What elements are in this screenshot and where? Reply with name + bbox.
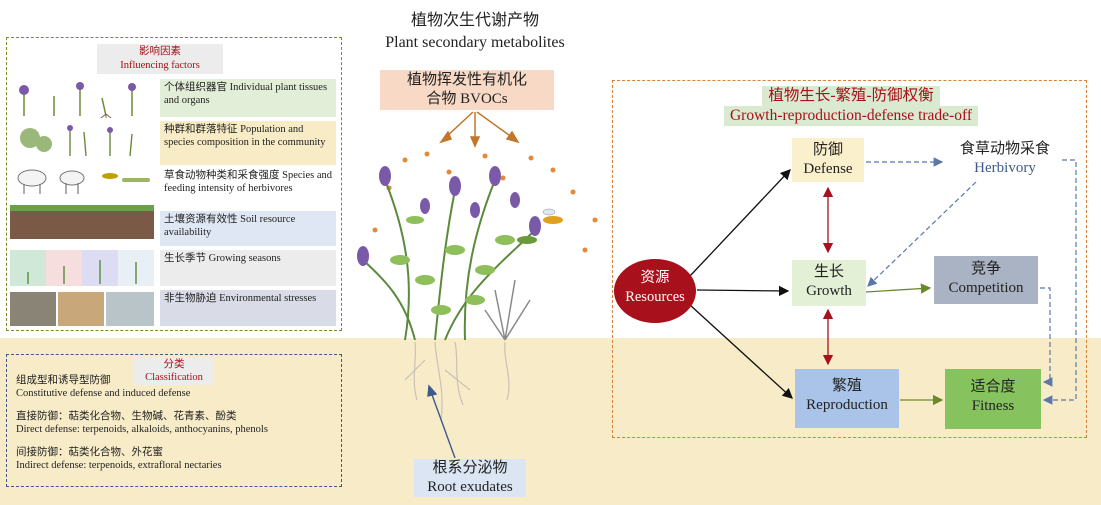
herbivory-zh: 食草动物采食 (959, 141, 1050, 157)
classification-zh: 直接防御：萜类化合物、生物碱、花青素、酚类 (16, 411, 237, 422)
factor-seasons: 生长季节 Growing seasons (160, 250, 336, 286)
factor-zh: 生长季节 (164, 253, 206, 264)
arrow-herbivory-fitness (1042, 159, 1077, 405)
insect-icon (517, 208, 563, 244)
arrow-herbivory-growth (867, 181, 977, 287)
defense-node: 防御 Defense (792, 138, 864, 182)
resources-en: Resources (625, 289, 685, 305)
herbivory-en: Herbivory (974, 160, 1036, 176)
arrow-resources-growth (696, 285, 790, 297)
root-exudates-label: 根系分泌物 Root exudates (414, 459, 526, 497)
reproduction-en: Reproduction (806, 397, 888, 413)
classification-header-en: Classification (145, 372, 203, 383)
fitness-node: 适合度 Fitness (945, 369, 1041, 429)
influencing-factors-header: 影响因素 Influencing factors (97, 44, 223, 74)
growth-en: Growth (806, 283, 852, 299)
reproduction-node: 繁殖 Reproduction (795, 369, 899, 428)
classification-line-2: 直接防御：萜类化合物、生物碱、花青素、酚类 Direct defense: te… (16, 410, 268, 436)
title-zh: 植物次生代谢产物 (410, 12, 539, 29)
influencing-factors-panel (6, 37, 342, 331)
defense-en: Defense (803, 161, 853, 177)
community-svg (20, 125, 133, 157)
plant-illustration (357, 111, 598, 459)
seasons-svg (10, 250, 154, 286)
growth-node: 生长 Growth (792, 260, 866, 306)
title-en: Plant secondary metabolites (385, 34, 565, 51)
root-exudates-zh: 根系分泌物 (432, 460, 508, 476)
herbivores-svg (17, 169, 150, 194)
factor-en: Soil resource availability (164, 214, 296, 238)
resources-zh: 资源 (640, 270, 670, 286)
factor-zh: 个体组织器官 (164, 82, 227, 93)
factor-soil: 土壤资源有效性 Soil resource availability (160, 211, 336, 246)
factor-stress: 非生物胁迫 Environmental stresses (160, 290, 336, 326)
herbivores-illustration (10, 160, 154, 198)
fitness-en: Fitness (971, 398, 1015, 414)
page-title: 植物次生代谢产物 Plant secondary metabolites (340, 10, 610, 54)
soil-svg (10, 205, 154, 239)
root-exudates-en: Root exudates (427, 479, 513, 495)
arrow-resources-defense (689, 169, 791, 277)
influencing-header-zh: 影响因素 (139, 46, 181, 57)
tradeoff-title-zh: 植物生长-繁殖-防御权衡 (762, 86, 940, 106)
resources-node: 资源 Resources (614, 259, 696, 323)
factor-en: Environmental stresses (219, 293, 317, 304)
classification-header-zh: 分类 (163, 359, 185, 370)
reproduction-zh: 繁殖 (831, 378, 862, 394)
factor-zh: 土壤资源有效性 (164, 214, 238, 225)
arrow-competition-fitness (1040, 287, 1053, 387)
defense-zh: 防御 (812, 142, 843, 158)
arrow-resources-reproduction (689, 304, 793, 399)
fitness-zh: 适合度 (970, 379, 1016, 395)
classification-panel (6, 354, 342, 487)
influencing-header-en: Influencing factors (120, 60, 200, 71)
stress-svg (10, 292, 154, 326)
community-illustration (10, 120, 154, 158)
classification-line-1: 组成型和诱导型防御 Constitutive defense and induc… (16, 374, 190, 400)
classification-line-3: 间接防御：萜类化合物、外花蜜 Indirect defense: terpeno… (16, 446, 222, 472)
classification-en: Direct defense: terpenoids, alkaloids, a… (16, 424, 268, 435)
factor-zh: 非生物胁迫 (164, 293, 217, 304)
bvocs-line-1: 植物挥发性有机化 (406, 72, 527, 88)
competition-node: 竞争 Competition (934, 256, 1038, 304)
tradeoff-panel (612, 80, 1087, 438)
tradeoff-title-en: Growth-reproduction-defense trade-off (723, 106, 978, 126)
classification-header: 分类 Classification (134, 357, 214, 385)
factor-en: Individual plant tissues and organs (164, 82, 328, 106)
classification-en: Indirect defense: terpenoids, extraflora… (16, 460, 222, 471)
classification-zh: 组成型和诱导型防御 (16, 375, 111, 386)
competition-zh: 竞争 (970, 261, 1001, 277)
growth-zh: 生长 (813, 264, 844, 280)
seasons-illustration (10, 250, 154, 286)
classification-en: Constitutive defense and induced defense (16, 388, 191, 399)
classification-zh: 间接防御：萜类化合物、外花蜜 (16, 447, 163, 458)
factor-population: 种群和群落特征 Population and species compositi… (160, 121, 336, 165)
bvocs-line-2: 合物 BVOCs (426, 91, 508, 107)
soil-illustration (10, 203, 154, 239)
factor-zh: 草食动物种类和采食强度 (164, 170, 280, 181)
factor-en: Species and feeding intensity of herbivo… (164, 170, 332, 194)
competition-en: Competition (948, 280, 1024, 296)
bvocs-label: 植物挥发性有机化 合物 BVOCs (380, 70, 554, 110)
factor-plant-tissues: 个体组织器官 Individual plant tissues and orga… (160, 79, 336, 117)
factor-zh: 种群和群落特征 (164, 124, 238, 135)
arrow-growth-competition (865, 283, 932, 294)
tradeoff-title: 植物生长-繁殖-防御权衡 Growth-reproduction-defense… (694, 86, 1008, 126)
factor-en: Growing seasons (208, 253, 281, 264)
factor-herbivores: 草食动物种类和采食强度 Species and feeding intensit… (160, 167, 336, 209)
factor-en: Population and species composition in th… (164, 124, 326, 148)
plant-organs-illustration (10, 78, 154, 123)
stress-illustration (10, 292, 154, 326)
herbivory-node: 食草动物采食 Herbivory (944, 138, 1066, 182)
